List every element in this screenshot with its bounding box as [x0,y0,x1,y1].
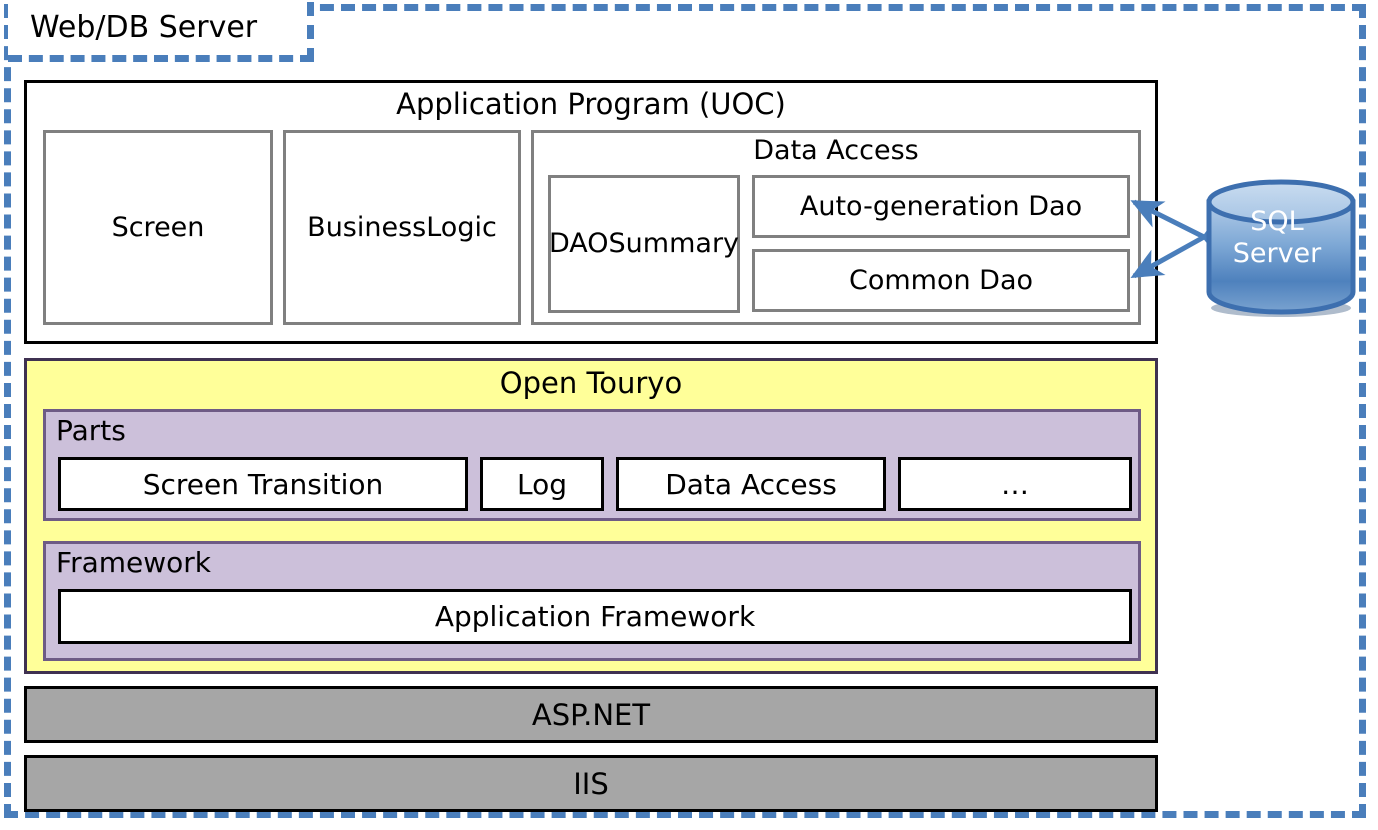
framework-title: Framework [56,546,211,579]
module-business-logic: Business Logic [283,130,521,325]
parts-title: Parts [56,414,126,447]
application-program-container: Application Program (UOC) Screen Busines… [24,80,1158,344]
dao-summary-line1: DAO [548,228,609,260]
part-data-access: Data Access [616,457,886,511]
platform-layer-aspnet: ASP.NET [24,686,1158,743]
auto-generation-dao-box: Auto-generation Dao [752,175,1130,238]
module-screen: Screen [43,130,273,325]
dao-summary-box: DAO Summary [548,175,740,313]
data-access-title: Data Access [753,135,919,166]
application-program-title: Application Program (UOC) [396,87,786,121]
business-logic-line1: Business [307,211,427,243]
web-db-server-label: Web/DB Server [30,10,258,45]
parts-band: Parts Screen Transition Log Data Access … [43,409,1141,521]
common-dao-box: Common Dao [752,249,1130,312]
data-access-container: Data Access DAO Summary Auto-generation … [531,130,1141,325]
framework-band: Framework Application Framework [43,541,1141,661]
part-more-ellipsis: … [898,457,1132,511]
business-logic-line2: Logic [426,211,497,243]
application-framework-box: Application Framework [58,589,1132,644]
sql-server-database: SQL Server [1203,176,1357,318]
part-log: Log [480,457,604,511]
dao-summary-line2: Summary [608,228,740,260]
part-screen-transition: Screen Transition [58,457,468,511]
web-db-server-boundary [4,4,1366,818]
database-connector-arrows [1120,180,1236,310]
web-db-server-label-plate: Web/DB Server [8,2,314,62]
open-touryo-container: Open Touryo Parts Screen Transition Log … [24,358,1158,674]
platform-layer-iis: IIS [24,755,1158,812]
open-touryo-title: Open Touryo [499,366,683,400]
